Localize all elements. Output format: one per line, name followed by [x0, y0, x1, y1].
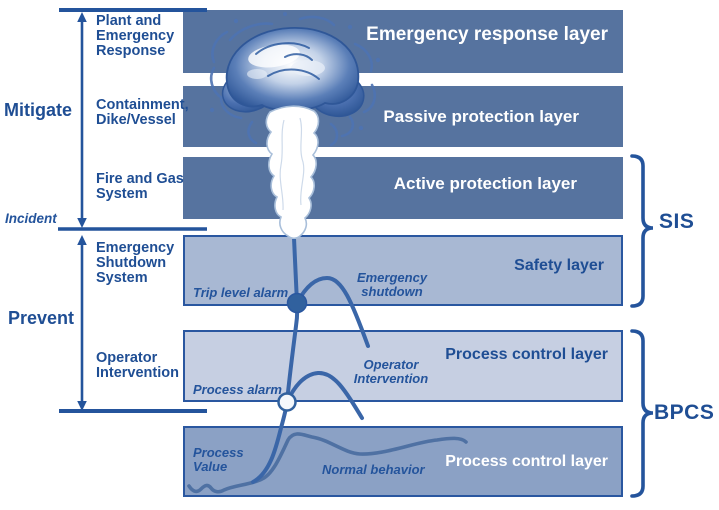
safeguard-label-operator-intervention: Operator Intervention: [96, 350, 179, 381]
bpcs-label: BPCS: [654, 401, 715, 424]
layer-title-process-control-lower: Process control layer: [445, 452, 608, 470]
sis-label: SIS: [659, 210, 695, 233]
safeguard-label-fire-and-gas-system: Fire and Gas System: [96, 171, 184, 202]
normal-behavior-label: Normal behavior: [322, 462, 425, 477]
emergency-shutdown-label: Emergency shutdown: [356, 270, 428, 299]
trip-level-alarm-label: Trip level alarm: [193, 285, 289, 300]
bpcs-brace: [630, 329, 654, 498]
prevent-arrow: [77, 235, 87, 411]
incident-label: Incident: [5, 211, 57, 226]
mitigate-arrow: [77, 12, 87, 228]
sis-brace: [630, 154, 654, 308]
operator-intervention-label: Operator Intervention: [353, 357, 429, 386]
layer-bar-passive-protection: Passive protection layer: [183, 86, 623, 147]
layer-bar-active-protection: Active protection layer: [183, 157, 623, 219]
process-value-label: Process Value: [193, 445, 244, 474]
layer-title-active-protection: Active protection layer: [393, 173, 577, 193]
layer-title-process-control-upper: Process control layer: [445, 346, 608, 363]
process-alarm-label: Process alarm: [193, 382, 282, 397]
safeguard-label-plant-emergency-response: Plant and Emergency Response: [96, 13, 175, 59]
layer-bar-emergency-response: Emergency response layer: [183, 10, 623, 73]
layer-title-passive-protection: Passive protection layer: [383, 106, 579, 126]
mitigate-label: Mitigate: [4, 100, 73, 120]
layer-title-emergency-response: Emergency response layer: [366, 24, 608, 45]
prevent-label: Prevent: [8, 308, 75, 328]
layer-title-safety: Safety layer: [514, 257, 604, 274]
safeguard-label-containment-dike-vessel: Containment, Dike/Vessel: [96, 97, 189, 128]
safeguard-label-emergency-shutdown-system: Emergency Shutdown System: [96, 240, 175, 286]
